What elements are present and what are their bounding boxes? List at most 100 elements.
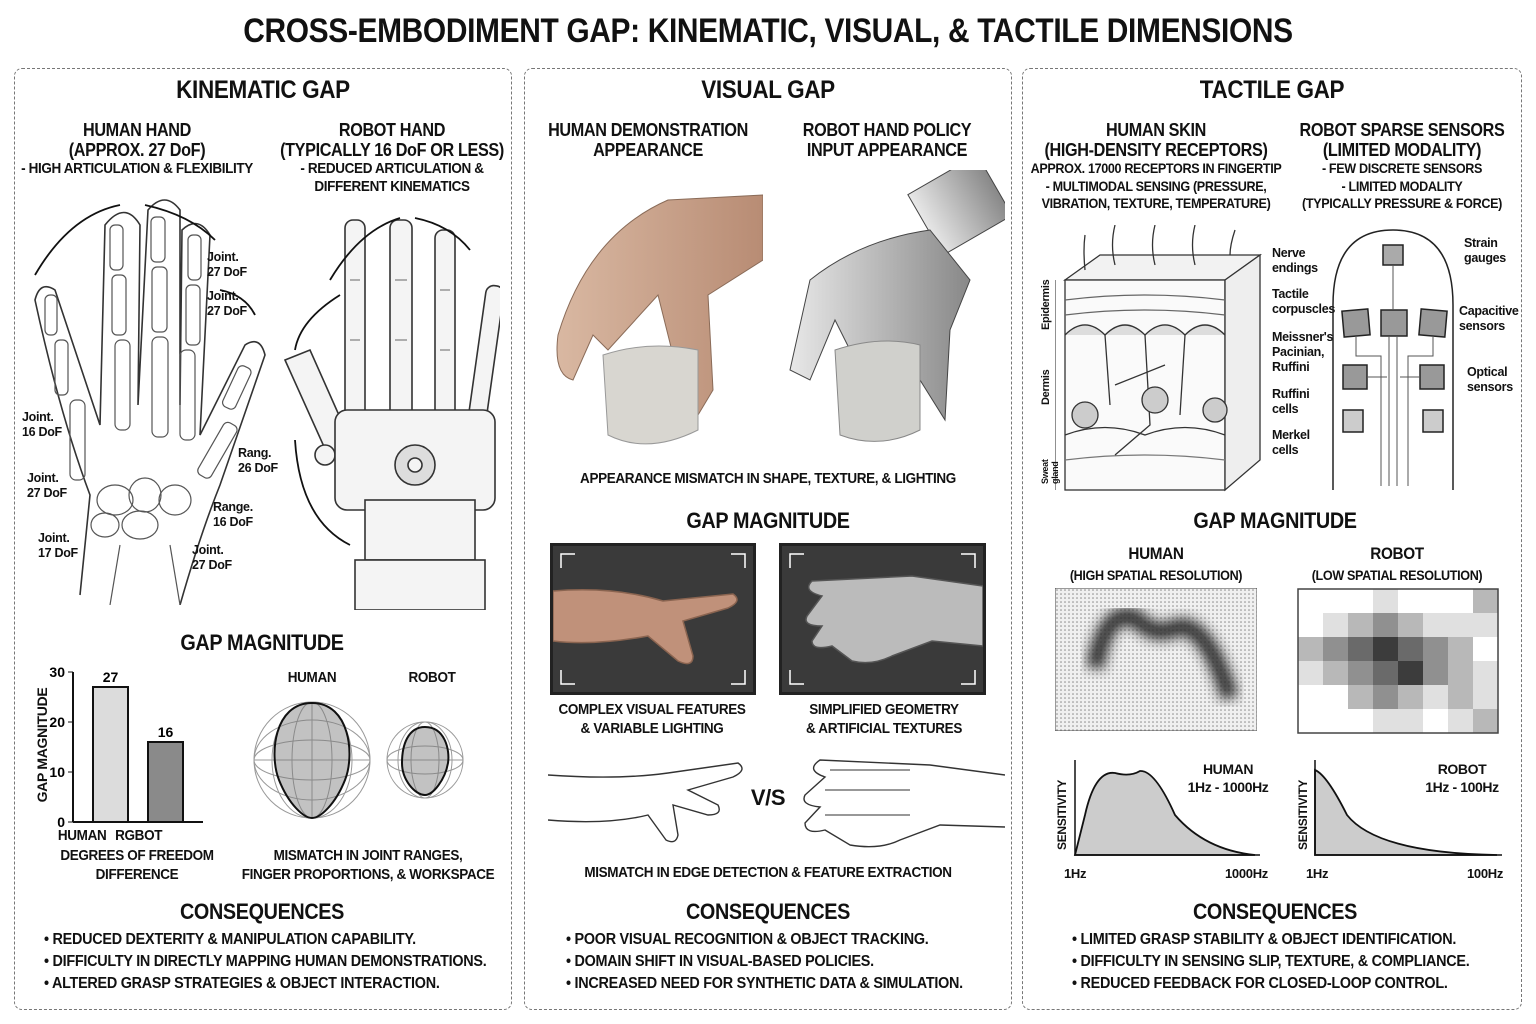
robot-fingertip-sensors-illustration — [1332, 229, 1454, 490]
tactile-cell — [1473, 589, 1498, 613]
robot-frequency-plot — [1314, 760, 1502, 856]
tactile-cell — [1323, 685, 1348, 709]
kinematic-panel — [14, 68, 512, 1010]
robot-hand-grasping-cup-image — [789, 170, 1005, 442]
tactile-consequences-heading: CONSEQUENCES — [1192, 899, 1358, 924]
human-hand-title: HUMAN HAND(APPROX. 27 DoF) - HIGH ARTICU… — [21, 120, 253, 177]
human-frequency-plot — [1073, 760, 1260, 856]
tactile-cell — [1348, 613, 1373, 637]
tactile-cell — [1448, 637, 1473, 661]
tactile-cell — [1398, 613, 1423, 637]
tactile-cell — [1323, 613, 1348, 637]
tactile-cell — [1473, 661, 1498, 685]
tactile-cell — [1298, 637, 1323, 661]
tactile-heading: TACTILE GAP — [1199, 76, 1345, 104]
tactile-cell — [1373, 709, 1398, 733]
robot-resolution-sub: (LOW SPATIAL RESOLUTION) — [1311, 567, 1483, 583]
tactile-cell — [1373, 613, 1398, 637]
tactile-cell — [1423, 709, 1448, 733]
tactile-cell — [1423, 589, 1448, 613]
tactile-cell — [1373, 661, 1398, 685]
visual-heading: VISUAL GAP — [701, 76, 835, 104]
workspace-caption: MISMATCH IN JOINT RANGES,FINGER PROPORTI… — [241, 847, 495, 883]
chart-x-categories: HUMAN RGBOT — [57, 827, 163, 844]
human-hand-skeleton-illustration — [34, 199, 266, 605]
annotation-joint: Joint.27 DoF — [192, 543, 232, 572]
annotation-range: Range.16 DoF — [213, 500, 253, 529]
annotation-joint: Joint.17 DoF — [38, 531, 78, 560]
tactile-cell — [1348, 589, 1373, 613]
tactile-cell — [1398, 589, 1423, 613]
tactile-cell — [1323, 589, 1348, 613]
human-photo-caption: COMPLEX VISUAL FEATURES& VARIABLE LIGHTI… — [558, 701, 746, 737]
tactile-cell — [1473, 685, 1498, 709]
visual-gap-magnitude-heading: GAP MAGNITUDE — [686, 508, 850, 533]
workspace-robot-label: ROBOT — [408, 669, 456, 686]
tactile-consequences-list: • LIMITED GRASP STABILITY & OBJECT IDENT… — [1072, 931, 1470, 992]
human-hand-grasping-cup-image — [556, 194, 763, 445]
tactile-panel — [1022, 68, 1522, 1010]
tactile-cell — [1373, 589, 1398, 613]
robot-freq-xmax: 100Hz — [1467, 866, 1504, 881]
human-freq-xmin: 1Hz — [1064, 866, 1087, 881]
robot-sensitivity-label: SENSITIVITY — [1296, 779, 1310, 850]
tactile-cell — [1398, 709, 1423, 733]
tactile-cell — [1398, 685, 1423, 709]
tactile-cell — [1298, 613, 1323, 637]
tactile-cell — [1473, 637, 1498, 661]
tactile-cell — [1423, 661, 1448, 685]
tactile-cell — [1398, 661, 1423, 685]
tactile-cell — [1473, 709, 1498, 733]
kinematic-consequences-heading: CONSEQUENCES — [179, 899, 345, 924]
tactile-cell — [1348, 661, 1373, 685]
tactile-cell — [1423, 685, 1448, 709]
annotation-range: Rang.26 DoF — [238, 446, 278, 475]
visual-consequences-list: • POOR VISUAL RECOGNITION & OBJECT TRACK… — [566, 931, 963, 992]
human-tactile-map — [1055, 588, 1257, 731]
skin-cross-section-illustration — [1055, 225, 1263, 492]
human-sensitivity-label: SENSITIVITY — [1055, 779, 1069, 850]
human-hand-photo-frame — [550, 543, 756, 695]
robot-hand-render-frame — [779, 543, 986, 695]
annotation-joint: Joint.16 DoF — [22, 410, 62, 439]
robot-hand-title: ROBOT HAND(TYPICALLY 16 DoF OR LESS) - R… — [280, 120, 504, 195]
tactile-cell — [1323, 709, 1348, 733]
robot-workspace-sphere — [386, 721, 464, 799]
bar-value-label: 16 — [158, 724, 174, 740]
kinematic-consequences-list: • REDUCED DEXTERITY & MANIPULATION CAPAB… — [44, 931, 487, 992]
y-tick-label: 30 — [49, 664, 65, 680]
tactile-cell — [1448, 613, 1473, 637]
tactile-gap-magnitude-heading: GAP MAGNITUDE — [1193, 508, 1357, 533]
robot-freq-xmin: 1Hz — [1306, 866, 1329, 881]
tactile-cell — [1298, 709, 1323, 733]
chart-y-label: GAP MAGNITUDE — [34, 687, 50, 803]
tactile-cell — [1448, 589, 1473, 613]
main-title: CROSS-EMBODIMENT GAP: KINEMATIC, VISUAL,… — [243, 12, 1293, 50]
bar-human — [92, 686, 129, 823]
bar-rgbot — [147, 741, 184, 823]
tactile-cell — [1373, 685, 1398, 709]
visual-consequences-heading: CONSEQUENCES — [685, 899, 851, 924]
annotation-joint: Joint.27 DoF — [207, 289, 247, 318]
human-freq-xmax: 1000Hz — [1225, 866, 1269, 881]
tactile-cell — [1298, 661, 1323, 685]
tactile-cell — [1448, 661, 1473, 685]
human-workspace-sphere — [253, 701, 371, 820]
robot-sensors-title: ROBOT SPARSE SENSORS(LIMITED MODALITY) -… — [1299, 120, 1505, 211]
tactile-cell — [1348, 709, 1373, 733]
robot-resolution-title: ROBOT — [1370, 544, 1424, 563]
kinematic-heading: KINEMATIC GAP — [176, 76, 350, 104]
human-resolution-sub: (HIGH SPATIAL RESOLUTION) — [1069, 567, 1243, 583]
tactile-cell — [1398, 637, 1423, 661]
kinematic-gap-magnitude-heading: GAP MAGNITUDE — [180, 630, 344, 655]
